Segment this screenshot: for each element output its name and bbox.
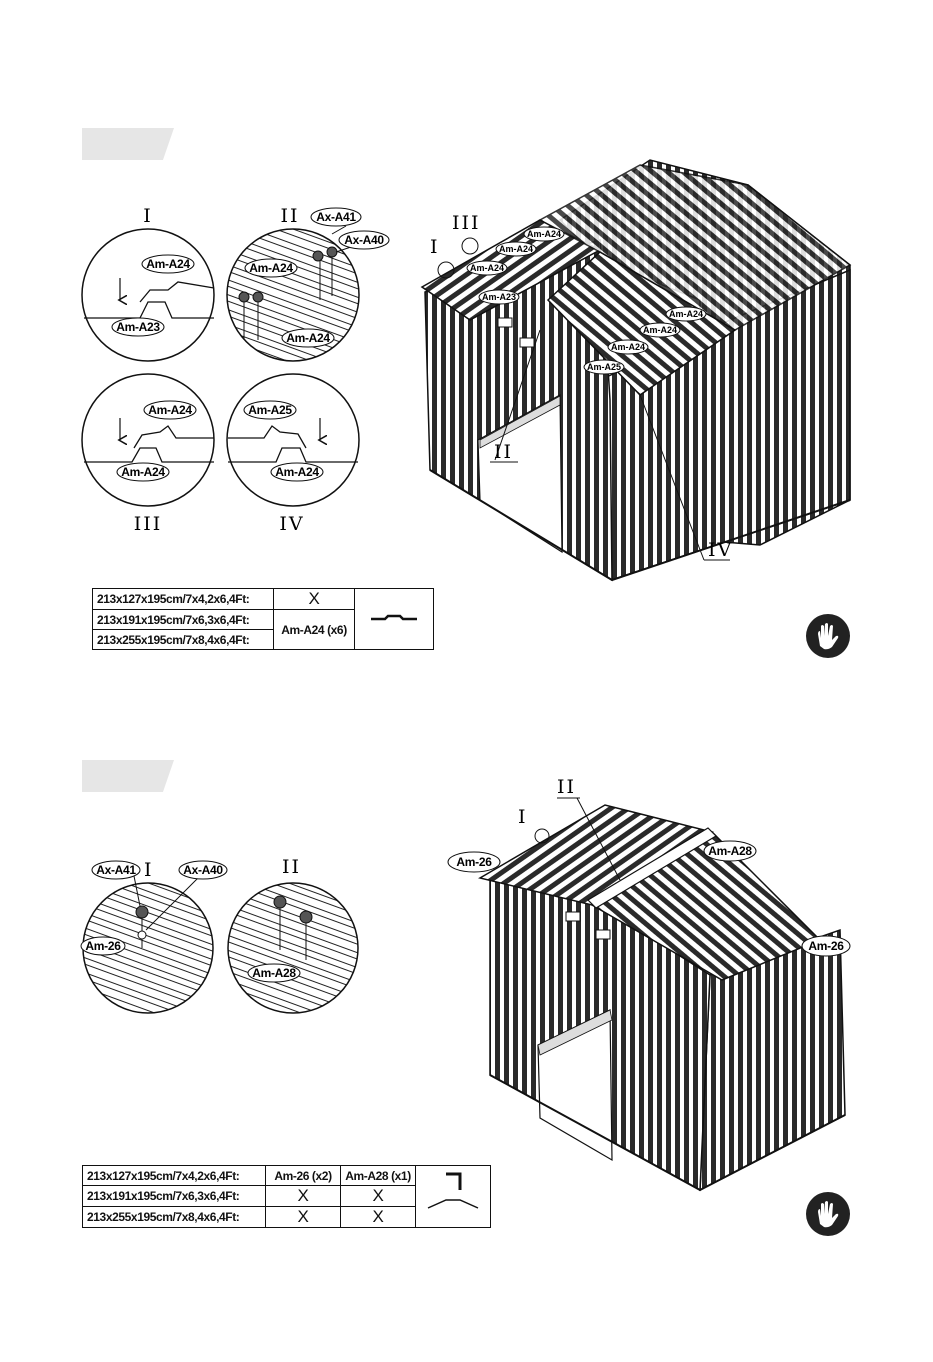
gloves-icon <box>806 1192 850 1236</box>
part-am-26-cell: Am-26 (x2) <box>265 1165 341 1186</box>
size-cell: 213x127x195cm/7x4,2x6,4Ft: <box>82 1165 266 1186</box>
shed-roman-ii: II <box>494 441 513 463</box>
shed2-label-left: Am-26 <box>456 855 492 869</box>
table-row: 213x191x195cm/7x6,3x6,4Ft: X X <box>82 1185 491 1207</box>
step-tab-2 <box>82 760 174 792</box>
shed-label-a: Am-A24 <box>527 229 561 239</box>
step2-roman-i: I <box>144 859 154 881</box>
step2-detail-circle-ii: Am-A28 II <box>227 856 359 1014</box>
step2-roman-ii: II <box>282 856 301 878</box>
shed-label-d: Am-A23 <box>482 292 516 302</box>
part-am-a28-cell: Am-A28 (x1) <box>340 1165 416 1186</box>
table-row: 213x191x195cm/7x6,3x6,4Ft: Am-A24 (x6) <box>92 609 434 650</box>
size-cell: 213x191x195cm/7x6,3x6,4Ft: <box>82 1185 266 1207</box>
shed-label-b: Am-A24 <box>499 244 533 254</box>
shed-step1: Am-A24 Am-A24 Am-A24 Am-A23 Am-A24 Am-A2… <box>420 159 852 582</box>
shed-roman-iii: III <box>452 212 481 234</box>
label-ax-a41-step2: Ax-A41 <box>96 863 136 877</box>
roman-ii: II <box>280 205 299 227</box>
label-am-a28-circle: Am-A28 <box>252 966 296 980</box>
shed-label-h: Am-A25 <box>587 362 621 372</box>
size-cell: 213x127x195cm/7x4,2x6,4Ft: <box>92 588 274 610</box>
gloves-icon <box>806 614 850 658</box>
table-row: 213x127x195cm/7x4,2x6,4Ft: Am-26 (x2) Am… <box>82 1165 491 1228</box>
roman-i: I <box>143 205 153 227</box>
label-am-a24: Am-A24 <box>146 257 190 271</box>
shed2-roman-i: I <box>518 806 528 828</box>
shed2-label-ridge: Am-A28 <box>708 844 752 858</box>
label-ax-a41: Ax-A41 <box>316 210 356 224</box>
label-am-a24-c4: Am-A24 <box>275 465 319 479</box>
step2-detail-circle-i: Ax-A41 Ax-A40 Am-26 I <box>80 859 228 1014</box>
not-applicable-mark: X <box>265 1185 341 1207</box>
part-icon-cell <box>415 1165 491 1228</box>
shed-roman-i: I <box>430 236 440 258</box>
panel-profile-icon <box>371 614 417 620</box>
detail-circle-i: Am-A24 Am-A23 I <box>81 205 215 362</box>
not-applicable-mark: X <box>340 1185 416 1207</box>
step-tab-1 <box>82 128 174 160</box>
shed-roman-iv: IV <box>708 539 733 561</box>
label-am-26-circle: Am-26 <box>85 939 121 953</box>
shed-label-c: Am-A24 <box>470 263 504 273</box>
not-applicable-mark: X <box>273 588 355 610</box>
shed-label-f: Am-A24 <box>643 325 677 335</box>
shed-label-g: Am-A24 <box>611 342 645 352</box>
label-am-a23: Am-A23 <box>116 320 160 334</box>
ridge-cap-icon <box>427 1172 479 1209</box>
roman-iii: III <box>134 513 163 535</box>
label-am-a24-right: Am-A24 <box>286 331 330 345</box>
label-ax-a40-step2: Ax-A40 <box>183 863 223 877</box>
label-am-a25: Am-A25 <box>248 403 292 417</box>
size-cell: 213x191x195cm/7x6,3x6,4Ft: <box>92 609 274 630</box>
part-quantity-cell: Am-A24 (x6) <box>273 609 355 650</box>
table-row: 213x255x195cm/7x8,4x6,4Ft: X X <box>82 1206 491 1228</box>
part-icon-cell <box>354 588 434 650</box>
label-ax-a40: Ax-A40 <box>344 233 384 247</box>
shed-label-e: Am-A24 <box>669 309 703 319</box>
label-am-a24-left: Am-A24 <box>249 261 293 275</box>
detail-circle-ii: Ax-A41 Ax-A40 Am-A24 Am-A24 II <box>226 205 390 362</box>
table-row: 213x255x195cm/7x8,4x6,4Ft: <box>92 629 434 650</box>
label-am-a24-top: Am-A24 <box>148 403 192 417</box>
detail-circle-iii: Am-A24 Am-A24 III <box>81 373 215 535</box>
shed-step2: Am-26 Am-A28 Am-26 I II <box>447 776 851 1192</box>
size-cell: 213x255x195cm/7x8,4x6,4Ft: <box>82 1206 266 1228</box>
detail-circle-iv: Am-A25 Am-A24 IV <box>226 373 360 535</box>
shed2-roman-ii: II <box>557 776 576 798</box>
roman-iv: IV <box>279 513 304 535</box>
parts-table-step2: 213x127x195cm/7x4,2x6,4Ft: Am-26 (x2) Am… <box>82 1165 491 1228</box>
parts-table-step1: 213x127x195cm/7x4,2x6,4Ft: X 213x191x195… <box>92 588 434 650</box>
size-cell: 213x255x195cm/7x8,4x6,4Ft: <box>92 629 274 650</box>
label-am-a24-bottom: Am-A24 <box>121 465 165 479</box>
shed2-label-right: Am-26 <box>808 939 844 953</box>
table-row: 213x127x195cm/7x4,2x6,4Ft: X <box>92 588 434 650</box>
not-applicable-mark: X <box>265 1206 341 1228</box>
not-applicable-mark: X <box>340 1206 416 1228</box>
